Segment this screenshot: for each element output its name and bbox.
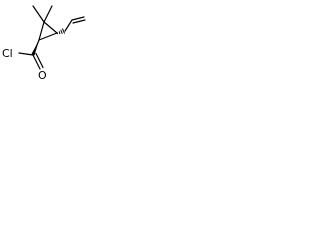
ring-bond-left [38, 21, 45, 41]
chemical-structure-diagram: Cl O [2, 5, 86, 82]
methyl-bond-left [32, 5, 45, 23]
ring-bond-top [43, 21, 58, 34]
bond-lines [18, 5, 86, 70]
chlorine-atom-label: Cl [2, 47, 13, 60]
hashed-wedge-vinyl [57, 28, 65, 35]
ring-bond-bottom [38, 32, 58, 41]
c-o-double-bond-1 [32, 54, 41, 70]
solid-wedge-carbonyl [31, 40, 39, 56]
vinyl-double-bond-b [72, 19, 86, 24]
c-cl-bond [18, 52, 34, 56]
c-o-double-bond-2 [35, 52, 44, 69]
methyl-bond-right [43, 5, 53, 23]
oxygen-atom-label: O [38, 69, 47, 82]
vinyl-double-bond-a [71, 16, 85, 21]
vinyl-bond-1 [64, 19, 73, 32]
